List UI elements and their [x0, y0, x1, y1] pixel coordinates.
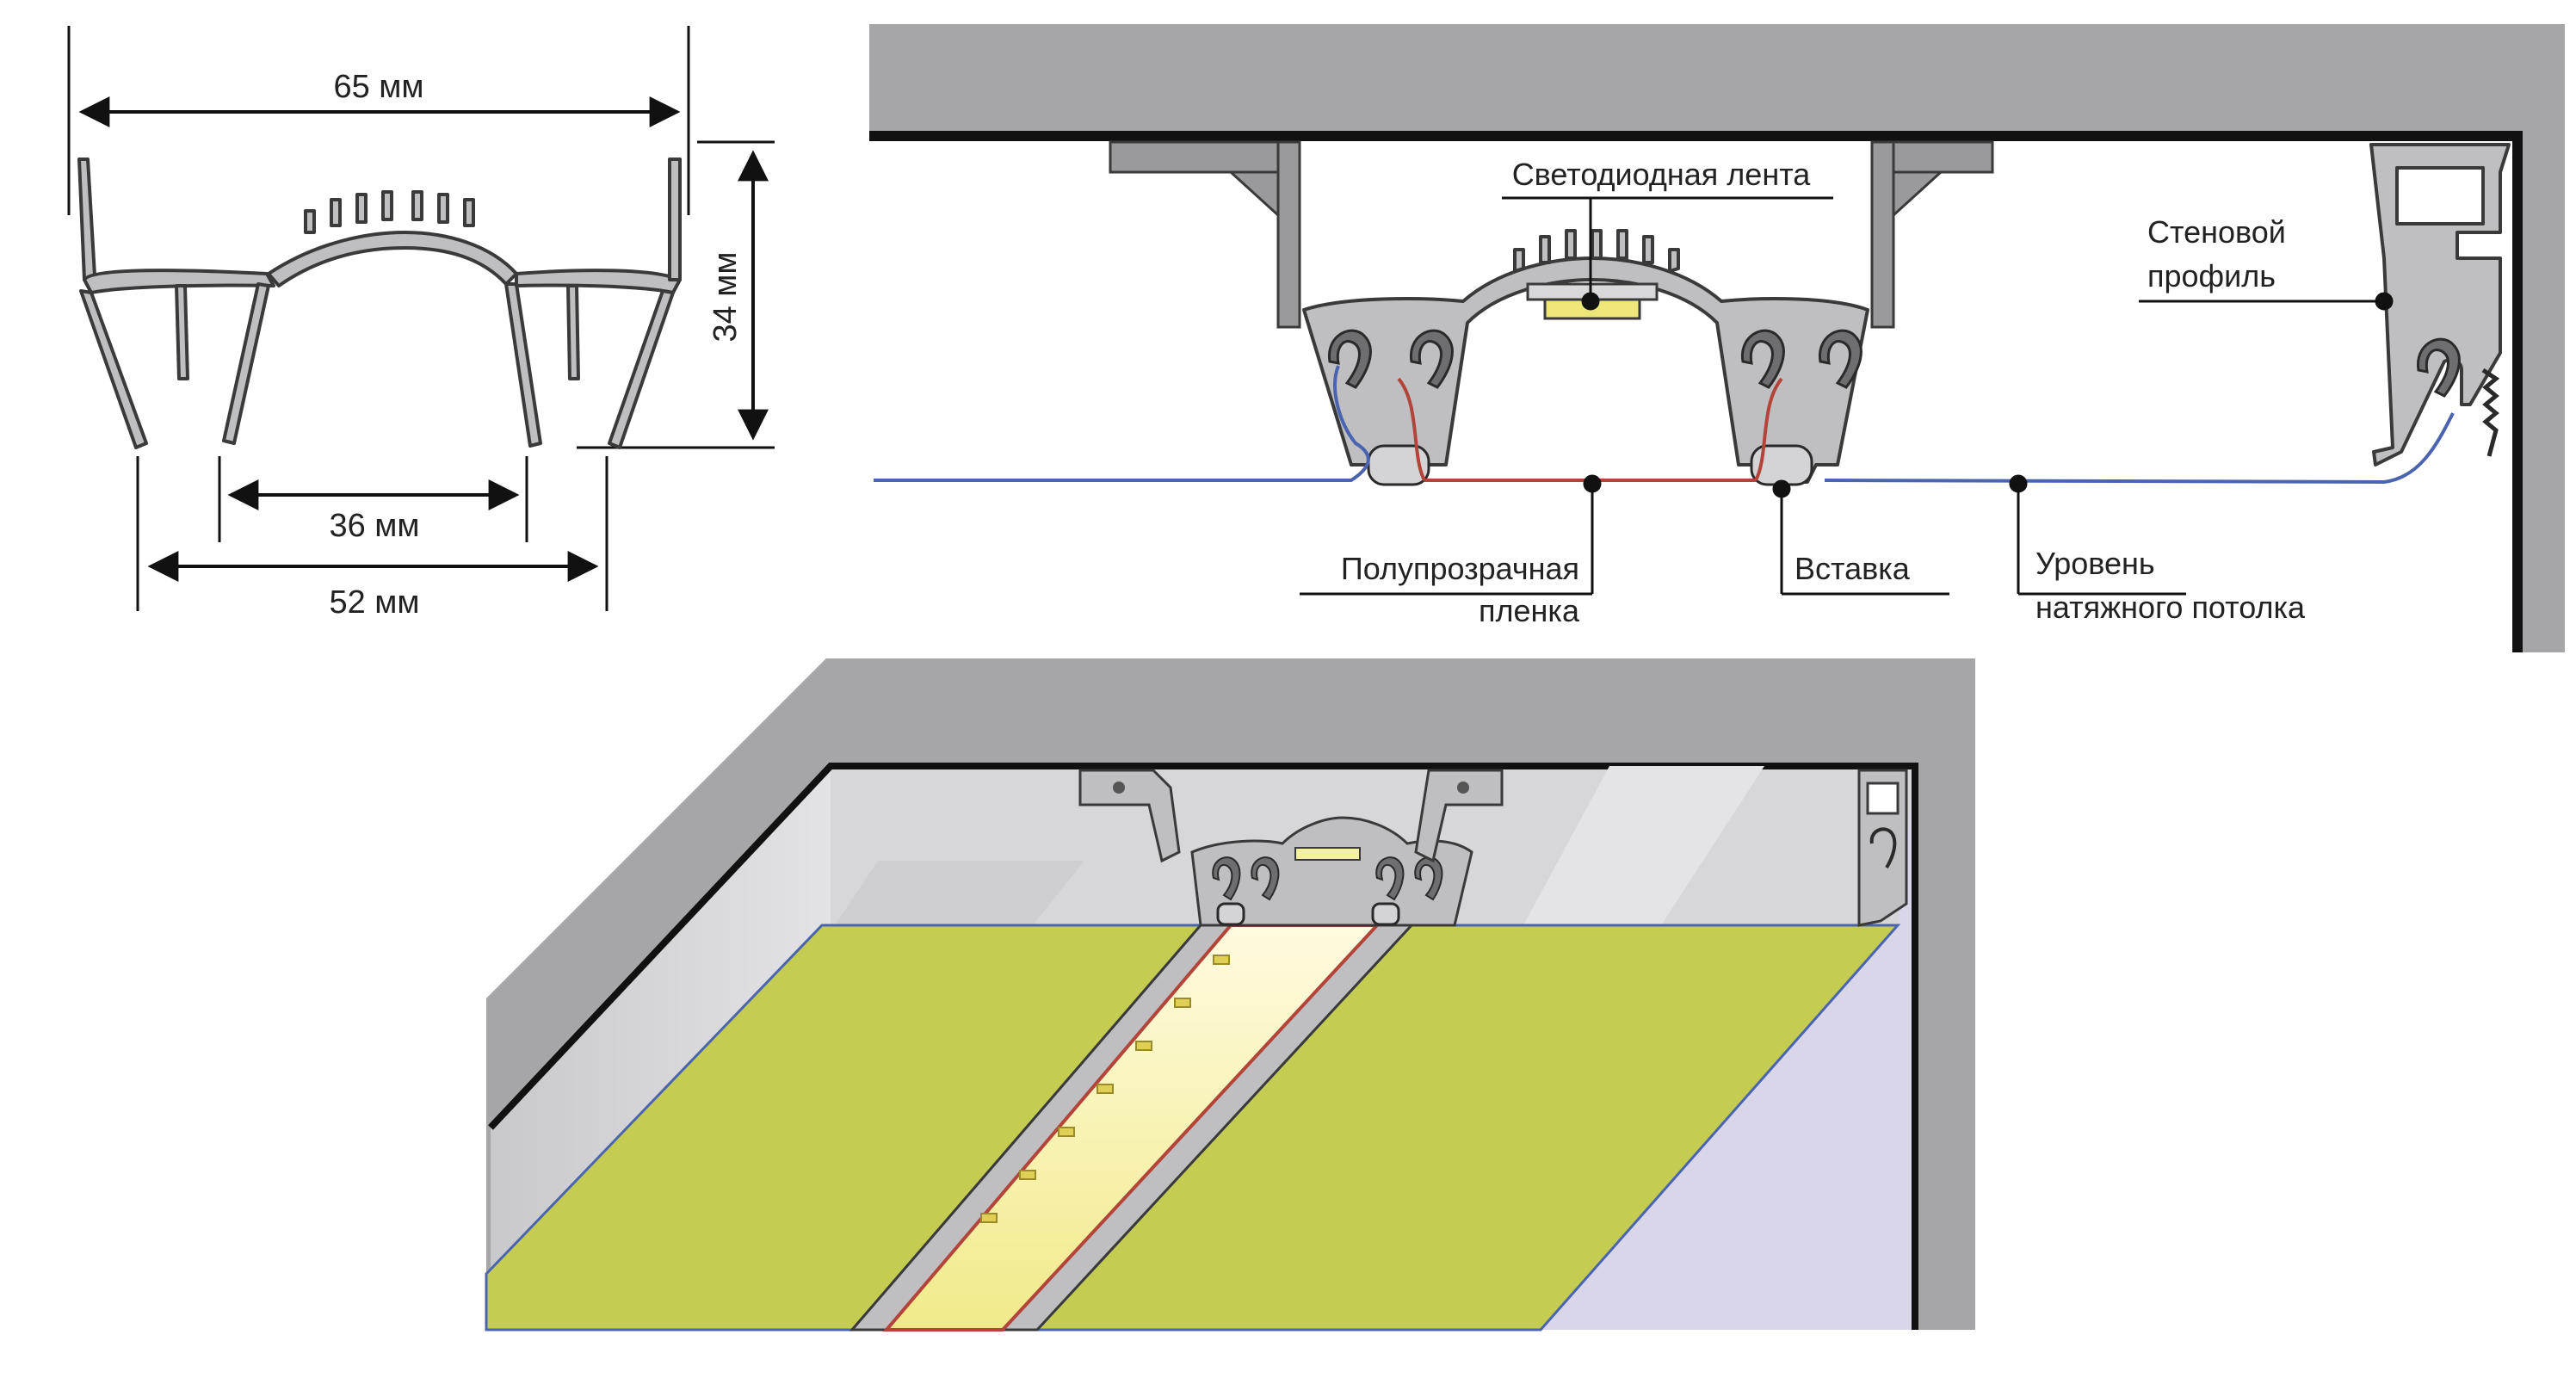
perspective-profile-endcap — [1190, 816, 1473, 927]
ceiling-canvas-left — [485, 924, 1204, 1332]
profile-section — [77, 158, 682, 449]
installed-led-profile — [1302, 229, 1869, 484]
film-harpoons — [1328, 329, 1863, 389]
label-wall-profile-1: Стеновой — [2147, 214, 2286, 250]
mounting-bracket-right — [1870, 140, 1994, 329]
wall-screw — [2481, 368, 2500, 457]
dim-height: 34 мм — [707, 251, 744, 342]
installation-section-diagram: Светодиодная лента Стеновой профиль Полу… — [869, 24, 2565, 652]
concrete-wall — [2517, 24, 2565, 652]
label-ceiling-level-2: натяжного потолка — [2035, 590, 2306, 625]
label-wall-profile-2: профиль — [2147, 258, 2276, 294]
perspective-brackets — [1078, 769, 1504, 863]
profile-inserts — [1367, 444, 1813, 486]
slab-edge-line — [869, 131, 2523, 652]
dim-inner-width: 36 мм — [329, 508, 419, 544]
perspective-inserts — [1216, 902, 1400, 926]
perspective-wall-profile — [1857, 769, 1908, 927]
perspective-led-strip — [1294, 847, 1361, 861]
label-translucent-film-1: Полупрозрачная — [1341, 551, 1579, 586]
label-led-strip: Светодиодная лента — [1512, 157, 1812, 192]
perspective-view — [485, 658, 1975, 1332]
profile-dimension-drawing: 65 мм 34 мм 36 мм 52 мм — [67, 26, 775, 621]
annotation-leaders — [1300, 196, 2394, 596]
wall-profile — [2369, 143, 2511, 467]
wall-profile-harpoon — [2417, 337, 2461, 398]
led-chips — [980, 955, 1230, 1223]
dim-top-width: 65 мм — [333, 69, 423, 105]
concrete-ceiling-slab — [869, 24, 2565, 136]
mounting-bracket-left — [1109, 140, 1301, 329]
dim-bottom-width: 52 мм — [329, 584, 419, 621]
label-insert: Вставка — [1795, 551, 1911, 586]
label-ceiling-level-1: Уровень — [2035, 546, 2155, 581]
recess-edge — [488, 763, 1918, 1330]
recess-left-wall — [491, 766, 831, 1274]
recess-right-wall — [1541, 766, 1915, 1330]
label-translucent-film-2: пленка — [1479, 593, 1580, 628]
stretch-ceiling-line — [874, 365, 2455, 485]
